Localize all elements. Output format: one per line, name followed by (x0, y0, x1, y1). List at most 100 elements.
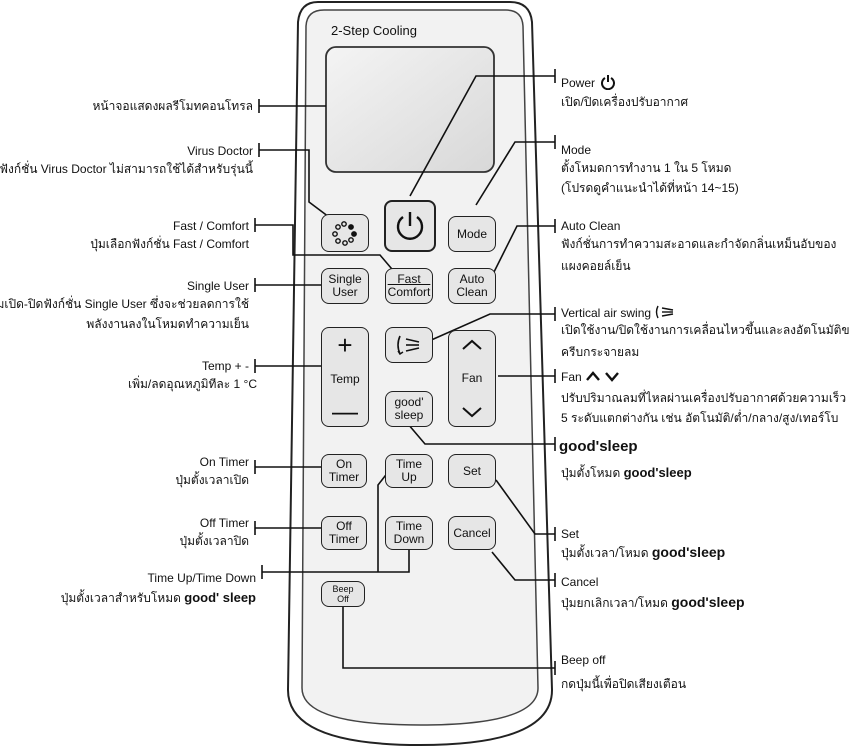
set-brand: good'sleep (651, 544, 726, 560)
off-timer-desc: ปุ่มตั้งเวลาปิด (179, 534, 249, 548)
temp-plus-icon[interactable]: + (337, 330, 353, 360)
chevron-up-icon (586, 371, 600, 381)
auto-clean-line1: Auto (459, 272, 485, 286)
single-user-desc2: พลังงานลงในโหมดทำความเย็น (86, 317, 249, 331)
auto-clean-title: Auto Clean (561, 219, 621, 233)
on-timer-line2: Timer (328, 470, 360, 484)
off-timer-line2: Timer (328, 532, 360, 546)
virus-doctor-desc: ฟังก์ชั่น Virus Doctor ไม่สามารถใช้ได้สำ… (0, 162, 253, 176)
fast-comfort-line1: Fast (397, 272, 421, 286)
good-sleep-line2: sleep (394, 408, 424, 422)
cancel-desc-row: ปุ่มยกเลิกเวลา/โหมด good'sleep (561, 594, 745, 612)
beep-off-button[interactable]: Beep Off (321, 581, 365, 607)
cancel-brand: good'sleep (671, 594, 745, 610)
beep-off-title: Beep off (561, 653, 606, 667)
time-down-button[interactable]: Time Down (385, 516, 433, 550)
vertical-swing-icon-label (656, 305, 674, 319)
good-sleep-button[interactable]: good' sleep (385, 391, 433, 427)
good-sleep-desc-row: ปุ่มตั้งโหมด good'sleep (561, 464, 692, 482)
off-timer-button[interactable]: Off Timer (321, 516, 367, 550)
single-user-line1: Single (328, 272, 362, 286)
fan-rocker[interactable]: Fan (448, 330, 496, 427)
beep-off-line1: Beep (332, 584, 354, 594)
cancel-button-label: Cancel (453, 525, 491, 540)
off-timer-title: Off Timer (199, 516, 249, 530)
time-up-down-desc-row: ปุ่มตั้งเวลาสำหรับโหมด good' sleep (61, 589, 256, 607)
display-screen (325, 46, 495, 173)
set-title: Set (561, 527, 580, 541)
virus-doctor-icon (332, 221, 357, 246)
time-up-down-title: Time Up/Time Down (147, 571, 256, 585)
cancel-button[interactable]: Cancel (448, 516, 496, 550)
power-title-row: Power (561, 74, 616, 92)
fan-up-icon[interactable] (461, 339, 483, 351)
on-timer-button[interactable]: On Timer (321, 454, 367, 488)
vertical-swing-title-row: Vertical air swing (561, 304, 676, 322)
mode-desc2: (โปรดดูคำแนะนำได้ที่หน้า 14~15) (561, 181, 739, 195)
temp-desc: เพิ่ม/ลดอุณหภูมิทีละ 1 °C (128, 377, 257, 391)
off-timer-line1: Off (336, 519, 352, 533)
beep-off-desc: กดปุ่มนี้เพื่อปิดเสียงเตือน (561, 677, 687, 691)
vertical-swing-desc1: เปิดใช้งาน/ปิดใช้งานการเคลื่อนไหวขึ้นและ… (561, 323, 849, 337)
mode-desc1: ตั้งโหมดการทำงาน 1 ใน 5 โหมด (561, 161, 732, 175)
time-up-line1: Time (395, 457, 423, 471)
vertical-swing-title: Vertical air swing (561, 306, 652, 320)
time-up-line2: Up (401, 470, 417, 484)
power-desc: เปิด/ปิดเครื่องปรับอากาศ (561, 95, 689, 109)
good-sleep-brand: good'sleep (623, 465, 692, 480)
power-icon-label (601, 75, 616, 91)
cancel-desc: ปุ่มยกเลิกเวลา/โหมด (561, 596, 668, 610)
temp-title: Temp + - (201, 359, 249, 373)
beep-off-line2: Off (337, 594, 349, 604)
temp-label: Temp (330, 371, 360, 386)
set-desc-row: ปุ่มตั้งเวลา/โหมด good'sleep (561, 544, 725, 562)
single-user-button[interactable]: Single User (321, 268, 369, 304)
good-sleep-line1: good' (394, 395, 424, 409)
virus-doctor-title: Virus Doctor (187, 144, 253, 158)
fast-comfort-title: Fast / Comfort (172, 219, 249, 233)
power-icon (396, 212, 424, 240)
mode-button[interactable]: Mode (448, 216, 496, 252)
fan-desc2: 5 ระดับแตกต่างกัน เช่น อัตโนมัติ/ต่ำ/กลา… (561, 411, 839, 425)
auto-clean-desc1: ฟังก์ชั่นการทำความสะอาดและกำจัดกลิ่นเหม็… (561, 237, 837, 251)
fan-down-icon[interactable] (461, 406, 483, 418)
chevron-down-icon (605, 372, 620, 382)
vertical-swing-icon (397, 335, 420, 355)
display-desc: หน้าจอแสดงผลรีโมทคอนโทรล (92, 99, 254, 113)
power-button[interactable] (384, 200, 436, 252)
single-user-desc1: ปุ่มเปิด-ปิดฟังก์ชั่น Single User ซึ่งจะ… (0, 297, 249, 311)
time-down-line2: Down (393, 532, 425, 546)
power-title: Power (561, 76, 596, 90)
fast-comfort-button[interactable]: Fast Comfort (385, 268, 433, 304)
vertical-swing-button[interactable] (385, 327, 433, 363)
leader-lines (254, 69, 556, 675)
on-timer-desc: ปุ่มตั้งเวลาเปิด (175, 473, 249, 487)
time-up-down-brand: good' sleep (184, 590, 256, 605)
good-sleep-title: good'sleep (559, 438, 638, 455)
auto-clean-button[interactable]: Auto Clean (448, 268, 496, 304)
time-up-down-desc: ปุ่มตั้งเวลาสำหรับโหมด (60, 591, 181, 605)
time-up-button[interactable]: Time Up (385, 454, 433, 488)
virus-doctor-button[interactable] (321, 214, 369, 252)
fan-title: Fan (561, 370, 582, 384)
on-timer-line1: On (335, 457, 352, 471)
fast-comfort-desc: ปุ่มเลือกฟังก์ชั่น Fast / Comfort (90, 237, 249, 251)
set-button[interactable]: Set (448, 454, 496, 488)
on-timer-title: On Timer (199, 455, 249, 469)
set-desc: ปุ่มตั้งเวลา/โหมด (561, 546, 649, 560)
fan-title-row: Fan (561, 369, 620, 386)
temp-minus-icon[interactable]: — (332, 396, 358, 426)
auto-clean-desc2: แผงคอยล์เย็น (561, 259, 631, 273)
single-user-line2: User (332, 285, 358, 299)
temp-rocker[interactable]: + Temp — (321, 327, 369, 427)
set-button-label: Set (462, 463, 481, 478)
auto-clean-line2: Clean (456, 285, 488, 299)
mode-title: Mode (561, 143, 592, 157)
fast-comfort-line2: Comfort (387, 285, 431, 299)
good-sleep-desc: ปุ่มตั้งโหมด (561, 466, 621, 480)
cancel-title: Cancel (561, 575, 599, 589)
single-user-title: Single User (186, 279, 249, 293)
fan-desc1: ปรับปริมาณลมที่ไหลผ่านเครื่องปรับอากาศด้… (561, 391, 847, 405)
mode-button-label: Mode (456, 226, 488, 241)
time-down-line1: Time (395, 519, 423, 533)
